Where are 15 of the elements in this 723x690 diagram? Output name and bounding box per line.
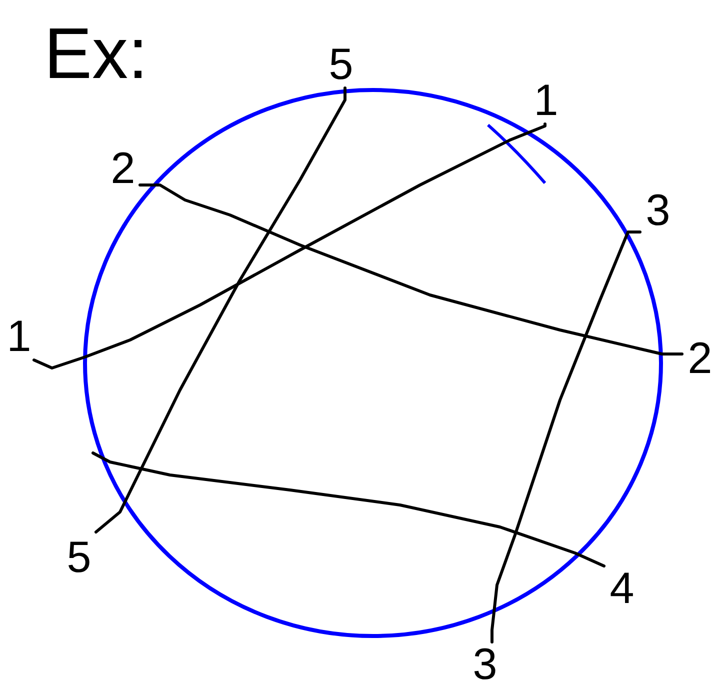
endpoint-number: 5: [62, 532, 96, 584]
endpoint-number: 4: [604, 566, 640, 612]
endpoint-number: 5: [325, 42, 357, 88]
chord-line: [490, 230, 642, 644]
endpoint-number: 3: [640, 188, 676, 234]
chord-line: [92, 452, 606, 568]
endpoint-number: 1: [532, 78, 560, 124]
chord-line: [94, 86, 346, 534]
title: Ex:: [44, 18, 148, 90]
chord-line: [32, 122, 546, 370]
endpoint-number: 1: [4, 314, 34, 360]
endpoint-number: 2: [106, 146, 140, 192]
endpoint-number: 2: [682, 336, 718, 382]
endpoint-number: 3: [468, 642, 502, 688]
chord-line: [138, 184, 684, 356]
